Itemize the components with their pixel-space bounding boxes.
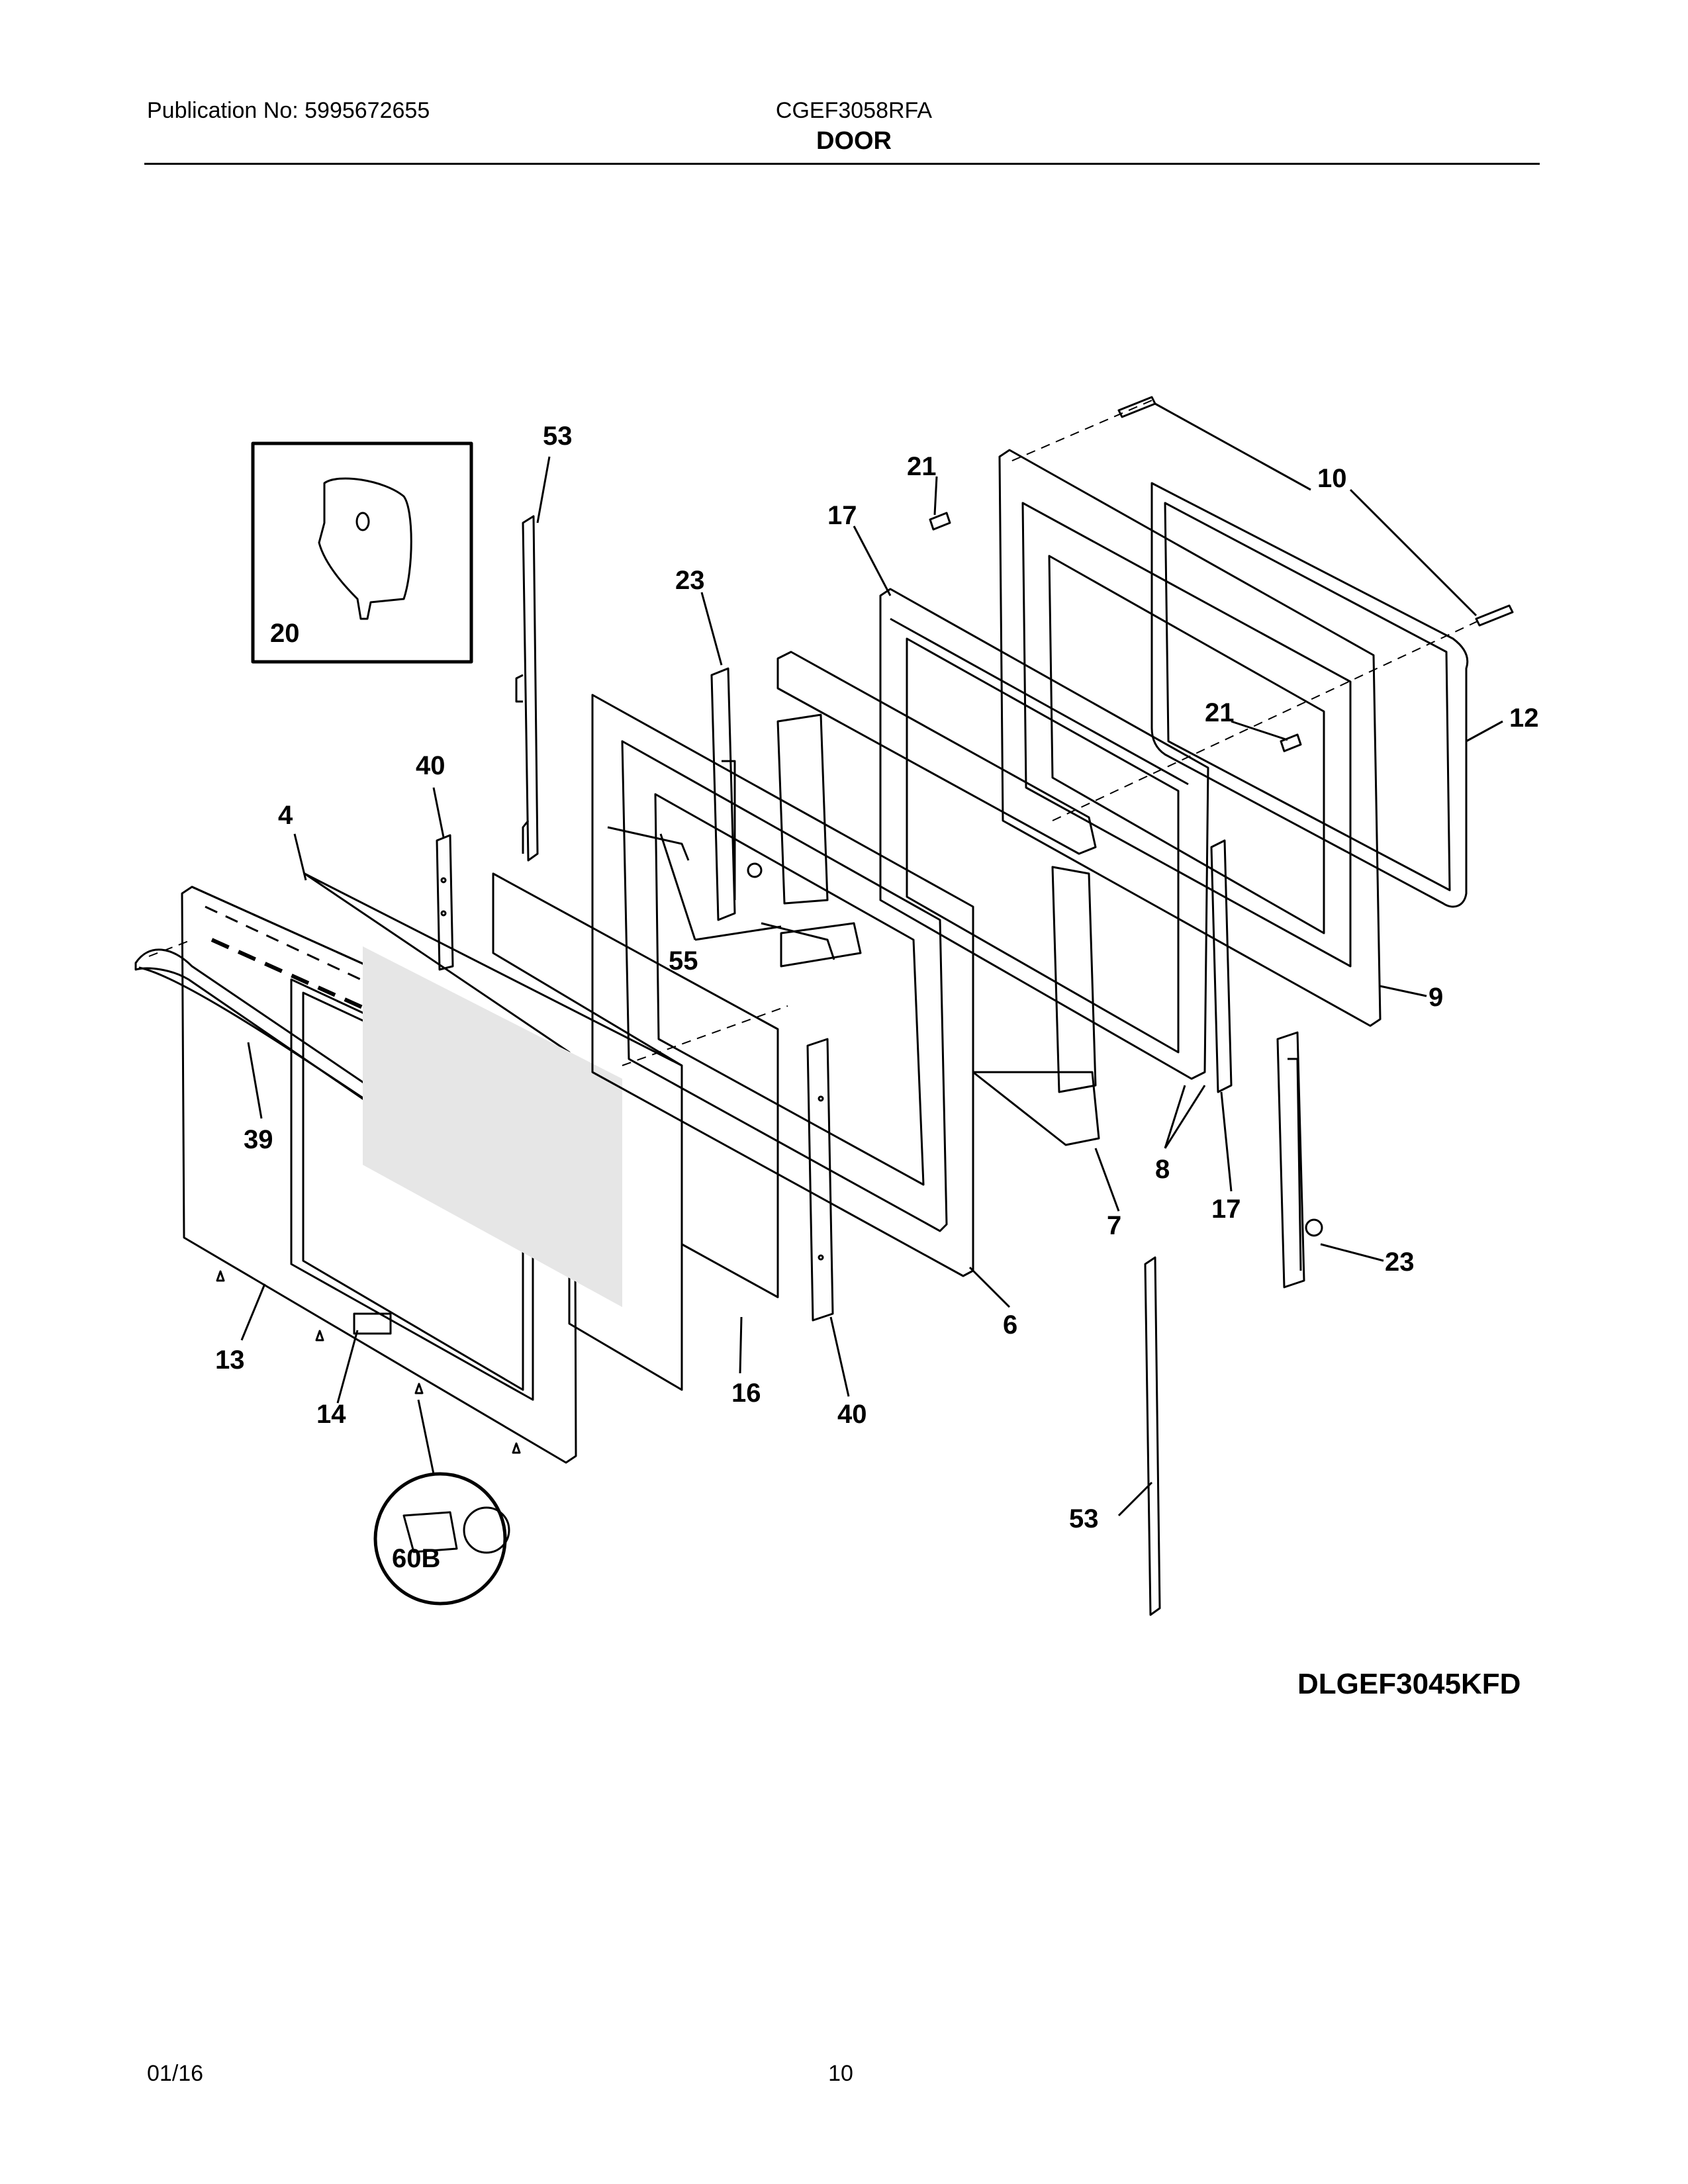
callout-label: 23 <box>1385 1248 1415 1277</box>
callout-label: 6 <box>1003 1310 1017 1340</box>
header-rule <box>144 163 1540 165</box>
callout-label: 55 <box>669 946 698 976</box>
callout-label: 13 <box>215 1345 245 1375</box>
callout-label: 4 <box>278 801 293 830</box>
callout-label: 21 <box>1205 698 1235 727</box>
part-8-window-pack <box>879 588 1209 1080</box>
leader-lines <box>240 402 1503 1517</box>
callout-label: 10 <box>1317 464 1347 493</box>
section-title: DOOR <box>816 127 892 155</box>
part-60b-screw-detail <box>373 1472 510 1606</box>
part-40-upper <box>436 834 454 971</box>
callout-label: 20 <box>270 619 300 648</box>
callout-labels: 53 21 10 17 23 20 40 4 21 12 55 9 39 8 7… <box>215 422 1539 1573</box>
part-9-rear-panel <box>998 449 1382 1027</box>
part-7-insulation <box>776 651 1100 1146</box>
part-21-clips <box>929 512 1302 752</box>
part-53-lower <box>1144 1256 1161 1616</box>
publication-number: Publication No: 5995672655 <box>147 98 430 123</box>
callout-label: 17 <box>827 501 857 530</box>
part-53-upper <box>515 515 539 862</box>
part-17-seal <box>1210 839 1233 1093</box>
part-23-upper-hinge <box>710 667 763 921</box>
callout-label: 9 <box>1429 983 1443 1012</box>
door-screws <box>216 1270 521 1454</box>
inset-box-20 <box>251 441 473 664</box>
part-55-clips <box>607 826 835 960</box>
callout-label: 53 <box>543 422 573 451</box>
part-16-glass <box>492 872 779 1298</box>
callout-label: 40 <box>416 751 445 780</box>
callout-label: 8 <box>1155 1155 1170 1184</box>
callout-label: 7 <box>1107 1211 1121 1240</box>
part-4-glass <box>303 872 683 1391</box>
callout-label: 60B <box>392 1544 440 1573</box>
callout-label: 17 <box>1211 1195 1241 1224</box>
part-10-screws <box>1117 396 1514 627</box>
footer-date: 01/16 <box>147 2061 204 2086</box>
model-number: CGEF3058RFA <box>775 98 933 123</box>
callout-label: 16 <box>731 1379 761 1408</box>
callout-label: 23 <box>675 566 705 595</box>
part-12-gasket <box>1150 482 1469 908</box>
callout-label: 39 <box>244 1125 273 1154</box>
page-number: 10 <box>828 2061 853 2086</box>
diagram-code: DLGEF3045KFD <box>1297 1668 1521 1700</box>
callout-label: 14 <box>316 1400 346 1429</box>
callout-label: 40 <box>837 1400 867 1429</box>
alignment-lines <box>148 400 1483 1066</box>
part-6-inner-frame <box>591 694 974 1277</box>
part-23-lower-hinge <box>1276 1031 1323 1289</box>
callout-label: 21 <box>907 452 937 481</box>
callout-label: 53 <box>1069 1504 1099 1533</box>
part-40-lower <box>806 1038 834 1322</box>
callout-label: 12 <box>1509 704 1539 733</box>
